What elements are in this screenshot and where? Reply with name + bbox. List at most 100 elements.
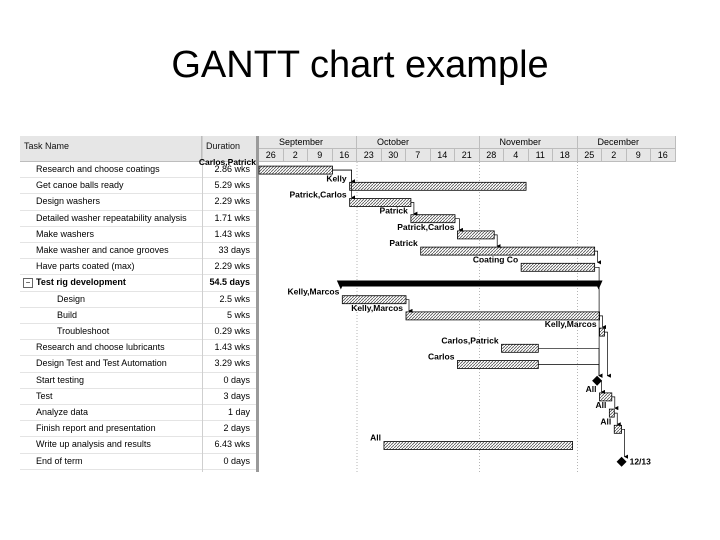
pane-splitter[interactable] bbox=[256, 136, 259, 472]
project-window: Task Name Duration Research and choose c… bbox=[20, 136, 683, 472]
task-bar[interactable] bbox=[349, 181, 527, 191]
task-table: Task Name Duration Research and choose c… bbox=[20, 136, 256, 472]
resource-label: Patrick,Carlos bbox=[289, 190, 346, 200]
task-row[interactable]: −Test rig development 54.5 days bbox=[20, 275, 256, 292]
task-duration-cell: 1.43 wks bbox=[214, 342, 250, 353]
task-row[interactable]: Detailed washer repeatability analysis 1.… bbox=[20, 211, 256, 227]
week-label: 18 bbox=[553, 149, 578, 162]
month-label: October bbox=[377, 137, 410, 147]
week-label: 7 bbox=[406, 149, 431, 162]
task-row[interactable]: Have parts coated (max)2.29 wks bbox=[20, 259, 256, 276]
dependency-link bbox=[597, 380, 606, 394]
week-label: 2 bbox=[283, 149, 308, 162]
task-duration-cell: 5 wks bbox=[226, 309, 250, 320]
task-bar[interactable] bbox=[457, 360, 539, 369]
task-bar[interactable] bbox=[383, 441, 573, 450]
dependency-link bbox=[604, 331, 611, 378]
dependency-link bbox=[538, 364, 603, 378]
task-name-cell: Build bbox=[57, 309, 78, 320]
month-label: September bbox=[279, 137, 324, 147]
task-duration-cell: 1 day bbox=[227, 407, 250, 417]
week-label: 9 bbox=[626, 149, 651, 162]
task-name-cell: Detailed washer repeatability analysis bbox=[36, 212, 187, 223]
dependency-link bbox=[406, 299, 413, 313]
month-label: December bbox=[597, 137, 640, 147]
dependency-link bbox=[594, 250, 602, 265]
resource-label: Kelly,Marcos bbox=[545, 319, 597, 329]
month-header: October bbox=[357, 136, 480, 149]
summary-bar[interactable] bbox=[339, 280, 600, 287]
week-label: 16 bbox=[651, 149, 676, 162]
task-name-cell: Make washers bbox=[36, 228, 95, 239]
resource-label: Patrick,Carlos bbox=[397, 222, 454, 232]
task-name-cell: Test rig development bbox=[36, 277, 126, 288]
resource-label: Carlos bbox=[428, 352, 455, 362]
task-bar[interactable] bbox=[258, 165, 333, 175]
collapse-toggle-icon[interactable]: − bbox=[23, 278, 33, 289]
week-label: 30 bbox=[381, 149, 406, 162]
resource-label: Carlos,Patrick bbox=[441, 335, 498, 345]
milestone-diamond[interactable] bbox=[616, 456, 627, 467]
week-label: 2 bbox=[602, 149, 627, 162]
task-duration-cell: 3 days bbox=[223, 390, 250, 401]
task-row[interactable]: Build 5 wks bbox=[20, 308, 256, 324]
dependency-link bbox=[332, 169, 356, 200]
task-name-cell: Write up analysis and results bbox=[36, 439, 151, 450]
resource-label: Coating Co bbox=[473, 254, 518, 264]
week-label: 16 bbox=[332, 149, 357, 162]
summary-end-cap bbox=[594, 280, 603, 290]
dependency-link bbox=[494, 234, 501, 249]
task-duration-cell: 5.29 wks bbox=[214, 180, 250, 191]
task-duration-cell: 54.5 days bbox=[209, 277, 250, 288]
month-header: December bbox=[577, 136, 676, 149]
dependency-link bbox=[599, 315, 607, 330]
resource-label: Kelly bbox=[326, 173, 347, 183]
milestone-diamond[interactable] bbox=[592, 375, 603, 386]
task-duration-cell: 2.29 wks bbox=[214, 261, 250, 272]
task-name-cell: Start testing bbox=[36, 374, 85, 385]
task-row[interactable]: Start testing 0 days bbox=[20, 373, 256, 389]
month-label: November bbox=[499, 137, 542, 147]
task-duration-cell: 1.71 wks bbox=[214, 212, 250, 223]
task-bar[interactable] bbox=[457, 230, 495, 240]
task-row[interactable]: Analyze data 1 day bbox=[20, 405, 256, 422]
week-label: 4 bbox=[504, 149, 529, 162]
task-name-cell: Design bbox=[57, 293, 86, 304]
task-name-column-header[interactable]: Task Name bbox=[20, 136, 202, 162]
task-duration-cell: 0 days bbox=[223, 374, 250, 385]
task-bar[interactable] bbox=[613, 424, 622, 434]
task-name-cell: Analyze data bbox=[36, 407, 89, 417]
dependency-link bbox=[611, 396, 619, 411]
task-duration-cell: 2.86 wks bbox=[214, 164, 250, 174]
week-label: 23 bbox=[357, 149, 382, 162]
task-bar[interactable] bbox=[520, 262, 596, 272]
task-duration-cell: 0 days bbox=[223, 455, 250, 466]
task-name-cell: Get canoe balls ready bbox=[36, 180, 124, 191]
task-duration-cell: 0.29 wks bbox=[214, 326, 250, 336]
duration-header-label: Duration bbox=[206, 141, 241, 151]
week-label: 28 bbox=[479, 149, 504, 162]
resource-label: All bbox=[600, 416, 611, 426]
task-bar[interactable] bbox=[599, 327, 605, 337]
week-label: 26 bbox=[259, 149, 284, 162]
task-bar[interactable] bbox=[501, 343, 539, 353]
task-row[interactable]: Get canoe balls ready 5.29 wks bbox=[20, 178, 256, 195]
task-duration-cell: 2.29 wks bbox=[214, 196, 250, 207]
duration-column-header[interactable]: Duration bbox=[202, 136, 256, 162]
week-label: 11 bbox=[528, 149, 553, 162]
task-name-header-label: Task Name bbox=[24, 141, 70, 151]
week-label: 25 bbox=[577, 149, 602, 162]
